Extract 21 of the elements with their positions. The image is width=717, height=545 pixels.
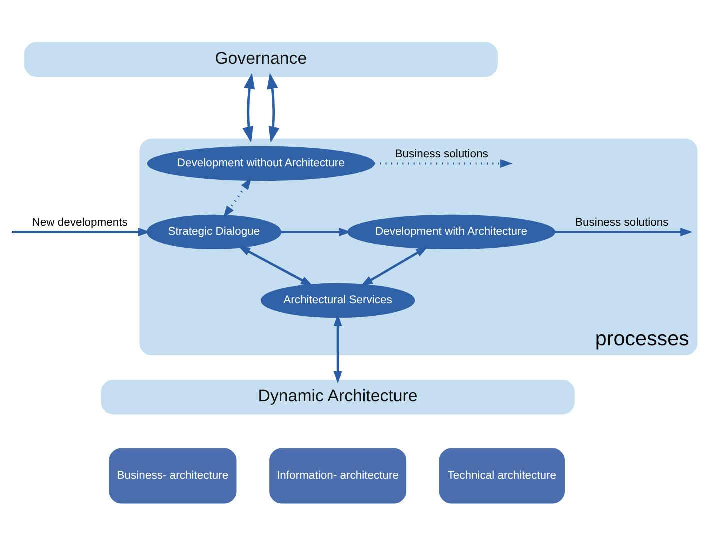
node-ellipse: Development with Architecture [348,214,556,250]
arrow [13,227,151,236]
node-box: Dynamic Architecture [101,379,575,414]
node-box: Governance [24,42,498,76]
edge-label: Business solutions [576,216,669,229]
edge-label: Business solutions [395,148,488,160]
arrow [374,158,513,168]
arrow [238,246,314,286]
arrow [267,72,280,142]
edge-label: New developments [32,216,128,229]
arrow [360,246,428,286]
node-ellipse: Development without Architecture [147,146,375,181]
arrow [334,314,342,384]
arrow [281,227,352,236]
arrow [242,72,256,142]
arrow [223,177,252,218]
node-ellipse: Architectural Services [260,282,416,318]
node-box: Technical architecture [439,448,565,504]
node-box: Business- architecture [109,448,237,504]
node-box: Information- architecture [270,448,406,504]
node-ellipse: Strategic Dialogue [146,214,282,250]
